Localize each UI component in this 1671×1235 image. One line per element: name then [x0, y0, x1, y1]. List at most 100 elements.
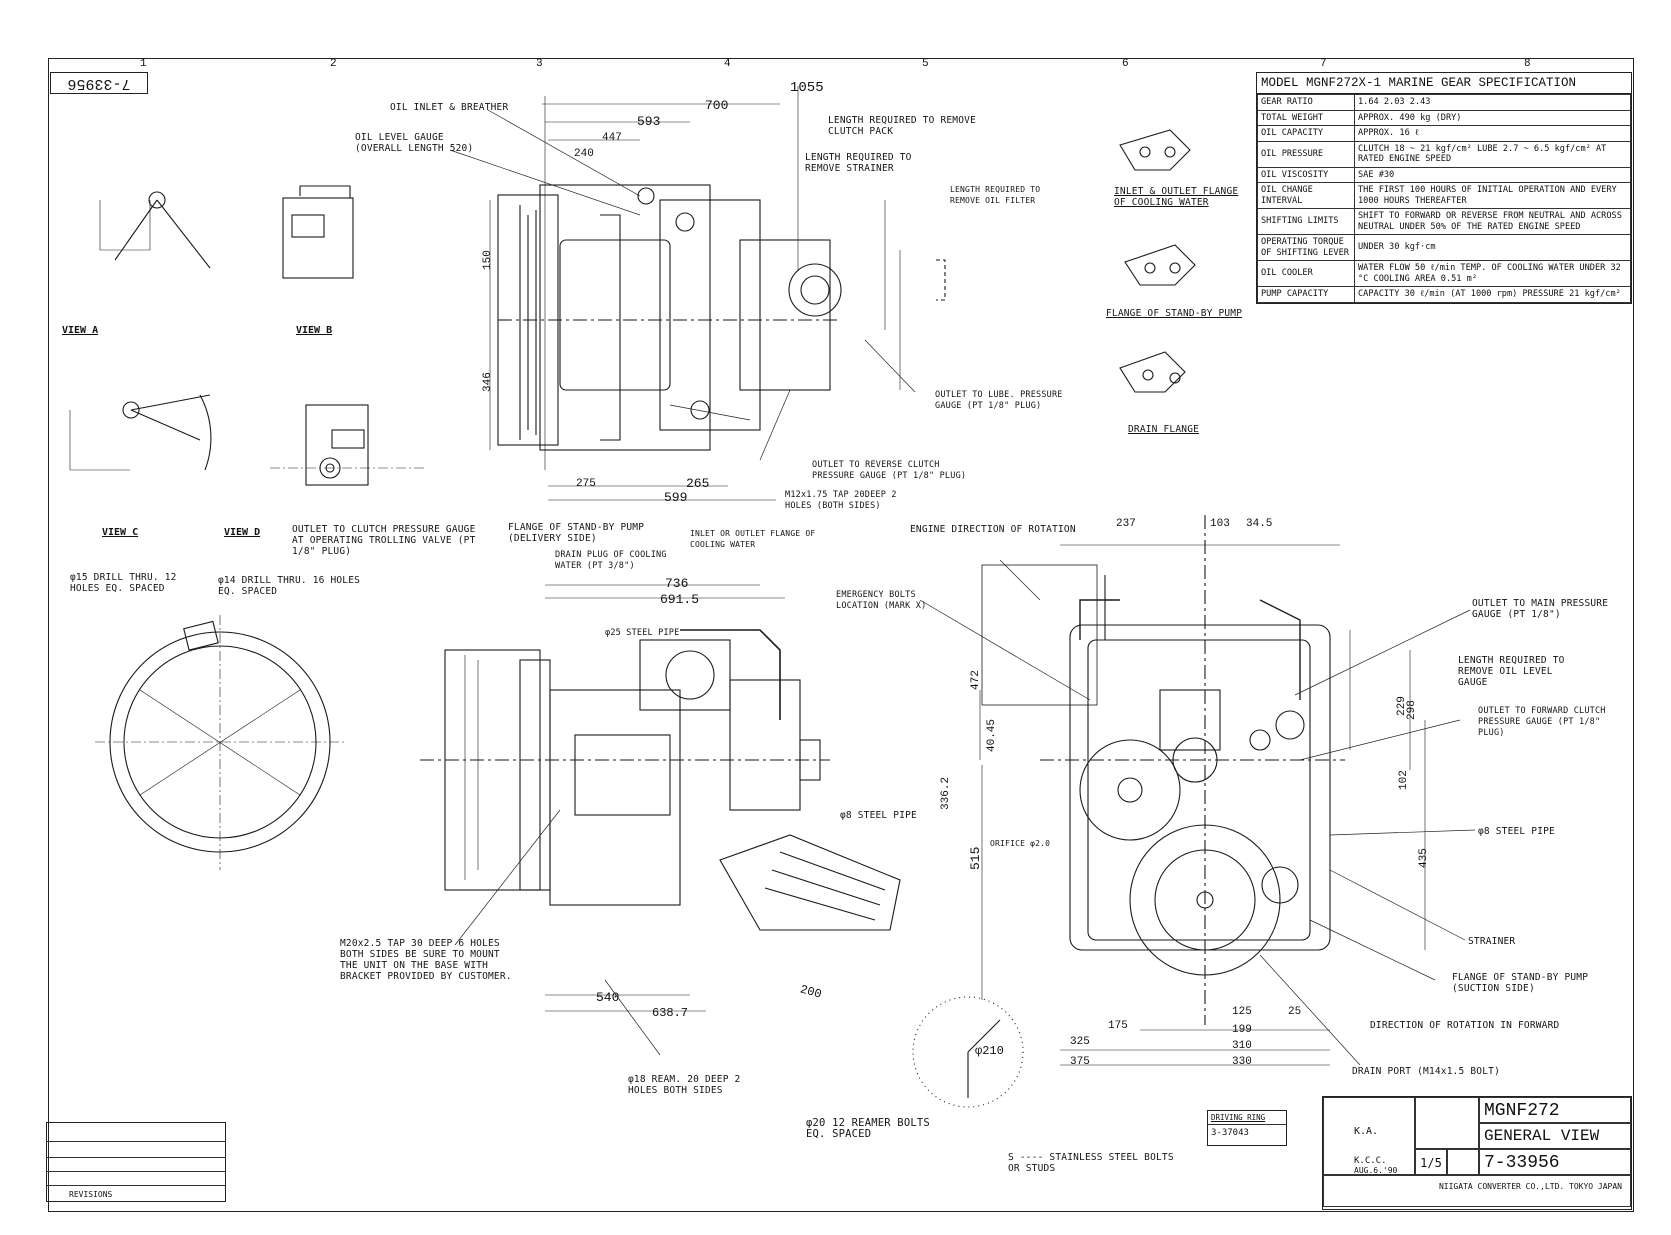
spec-value: WATER FLOW 50 ℓ/min TEMP. OF COOLING WAT… — [1354, 260, 1631, 287]
note-delivery-side: FLANGE OF STAND-BY PUMP (DELIVERY SIDE) — [508, 522, 645, 544]
note-orifice: ORIFICE φ2.0 — [990, 839, 1051, 848]
spec-key: PUMP CAPACITY — [1257, 286, 1355, 303]
spec-key: GEAR RATIO — [1257, 94, 1355, 111]
note-drain-flange: DRAIN FLANGE — [1128, 424, 1200, 435]
zone-label: 1 — [140, 58, 147, 70]
note-emergency-bolts: EMERGENCY BOLTS LOCATION (MARK X) — [836, 590, 927, 611]
dim-700: 700 — [705, 98, 729, 113]
dim-691-5: 691.5 — [660, 592, 700, 607]
zone-label: 7 — [1320, 58, 1327, 70]
view-a-label: VIEW A — [62, 325, 99, 336]
spec-key: OIL CHANGE INTERVAL — [1257, 182, 1355, 209]
specification-table: MODEL MGNF272X-1 MARINE GEAR SPECIFICATI… — [1256, 72, 1632, 304]
note-rotation-forward: DIRECTION OF ROTATION IN FORWARD — [1370, 1020, 1560, 1031]
note-strainer: STRAINER — [1468, 936, 1516, 947]
spec-value: SHIFT TO FORWARD OR REVERSE FROM NEUTRAL… — [1354, 208, 1631, 235]
dim-310: 310 — [1232, 1040, 1252, 1052]
note-reverse-outlet: OUTLET TO REVERSE CLUTCH PRESSURE GAUGE … — [812, 460, 967, 481]
dim-102: 102 — [1398, 770, 1410, 790]
note-reamer-bolts: φ20 12 REAMER BOLTS EQ. SPACED — [806, 1117, 930, 1140]
spec-key: OIL CAPACITY — [1257, 125, 1355, 142]
spec-key: OPERATING TORQUE OF SHIFTING LEVER — [1257, 234, 1355, 261]
spec-value: APPROX. 16 ℓ — [1354, 125, 1631, 142]
note-oil-level-gauge: OIL LEVEL GAUGE (OVERALL LENGTH 520) — [355, 132, 474, 154]
note-oil-inlet: OIL INLET & BREATHER — [390, 102, 509, 113]
note-clutch-trolling: OUTLET TO CLUTCH PRESSURE GAUGE AT OPERA… — [292, 524, 476, 557]
drawing-date: AUG.6.'90 — [1354, 1166, 1398, 1175]
dim-34-5: 34.5 — [1246, 518, 1273, 530]
company-name: NIIGATA CONVERTER CO.,LTD. TOKYO JAPAN — [1323, 1175, 1631, 1207]
dim-25: 25 — [1288, 1006, 1302, 1018]
spec-key: OIL PRESSURE — [1257, 140, 1355, 168]
note-remove-gauge: LENGTH REQUIRED TO REMOVE OIL LEVEL GAUG… — [1458, 655, 1565, 688]
spec-value: APPROX. 490 kg (DRY) — [1354, 109, 1631, 126]
zone-label: 4 — [724, 58, 731, 70]
dim-540: 540 — [596, 990, 620, 1005]
spec-value: CAPACITY 30 ℓ/min (AT 1000 rpm) PRESSURE… — [1354, 286, 1631, 303]
note-m12-tap: M12x1.75 TAP 20DEEP 2 HOLES (BOTH SIDES) — [785, 490, 897, 511]
dim-150: 150 — [482, 250, 494, 270]
dim-336-2: 336.2 — [940, 776, 952, 810]
note-drain-port: DRAIN PORT (M14x1.5 BOLT) — [1352, 1066, 1500, 1077]
signature-approver: K.A. — [1354, 1126, 1379, 1137]
dim-275: 275 — [576, 478, 596, 490]
dim-199: 199 — [1232, 1024, 1252, 1036]
zone-label: 6 — [1122, 58, 1129, 70]
zone-label: 3 — [536, 58, 543, 70]
note-main-pressure: OUTLET TO MAIN PRESSURE GAUGE (PT 1/8") — [1472, 598, 1609, 620]
note-steel-pipe-8b: φ8 STEEL PIPE — [1478, 826, 1555, 837]
spec-key: OIL COOLER — [1257, 260, 1355, 287]
spec-value: UNDER 30 kgf·cm — [1354, 234, 1631, 261]
note-cooling-flange: INLET OR OUTLET FLANGE OF COOLING WATER — [690, 529, 816, 549]
dim-375: 375 — [1070, 1056, 1090, 1068]
dim-240: 240 — [574, 148, 594, 160]
note-steel-pipe-8: φ8 STEEL PIPE — [840, 810, 917, 821]
note-drain-plug: DRAIN PLUG OF COOLING WATER (PT 3/8") — [555, 550, 667, 571]
dim-237: 237 — [1116, 518, 1136, 530]
zone-label: 8 — [1524, 58, 1531, 70]
dim-638-7: 638.7 — [652, 1006, 689, 1020]
note-lube-outlet: OUTLET TO LUBE. PRESSURE GAUGE (PT 1/8" … — [935, 390, 1063, 411]
revisions-label: REVISIONS — [69, 1190, 113, 1199]
note-ream: φ18 REAM. 20 DEEP 2 HOLES BOTH SIDES — [628, 1074, 741, 1096]
dim-40-45: 40.45 — [986, 718, 998, 752]
dim-346: 346 — [482, 372, 494, 392]
dim-599: 599 — [664, 490, 688, 505]
note-forward-outlet: OUTLET TO FORWARD CLUTCH PRESSURE GAUGE … — [1478, 706, 1606, 738]
view-d-label: VIEW D — [224, 527, 261, 538]
view-b-label: VIEW B — [296, 325, 333, 336]
dim-593: 593 — [637, 114, 661, 129]
title-block: K.A. K.C.C. AUG.6.'90 1/5 MGNF272 GENERA… — [1322, 1096, 1632, 1210]
note-engine-rotation: ENGINE DIRECTION OF ROTATION — [910, 524, 1076, 535]
note-drill-14: φ14 DRILL THRU. 16 HOLES EQ. SPACED — [218, 575, 361, 597]
spec-value: CLUTCH 18 ~ 21 kgf/cm² LUBE 2.7 ~ 6.5 kg… — [1354, 140, 1631, 168]
spec-key: SHIFTING LIMITS — [1257, 208, 1355, 235]
dim-435: 435 — [1418, 848, 1430, 868]
zone-label: 5 — [922, 58, 929, 70]
dim-447: 447 — [602, 132, 622, 144]
dim-736: 736 — [665, 576, 689, 591]
spec-value: THE FIRST 100 HOURS OF INITIAL OPERATION… — [1354, 182, 1631, 209]
scale: 1/5 — [1415, 1149, 1447, 1175]
spec-key: OIL VISCOSITY — [1257, 166, 1355, 183]
note-suction-side: FLANGE OF STAND-BY PUMP (SUCTION SIDE) — [1452, 972, 1589, 994]
drawing-title: GENERAL VIEW — [1479, 1123, 1631, 1149]
note-stainless: S ---- STAINLESS STEEL BOLTS OR STUDS — [1008, 1152, 1174, 1174]
note-clutch-pack: LENGTH REQUIRED TO REMOVE CLUTCH PACK — [828, 115, 976, 137]
drawing-frame — [48, 58, 1634, 1212]
spec-key: TOTAL WEIGHT — [1257, 109, 1355, 126]
view-c-label: VIEW C — [102, 527, 139, 538]
dim-265: 265 — [686, 476, 710, 491]
note-drill-15: φ15 DRILL THRU. 12 HOLES EQ. SPACED — [70, 572, 177, 594]
note-m20-tap: M20x2.5 TAP 30 DEEP 6 HOLES BOTH SIDES B… — [340, 938, 512, 982]
note-inlet-outlet-flange: INLET & OUTLET FLANGE OF COOLING WATER — [1114, 186, 1239, 208]
